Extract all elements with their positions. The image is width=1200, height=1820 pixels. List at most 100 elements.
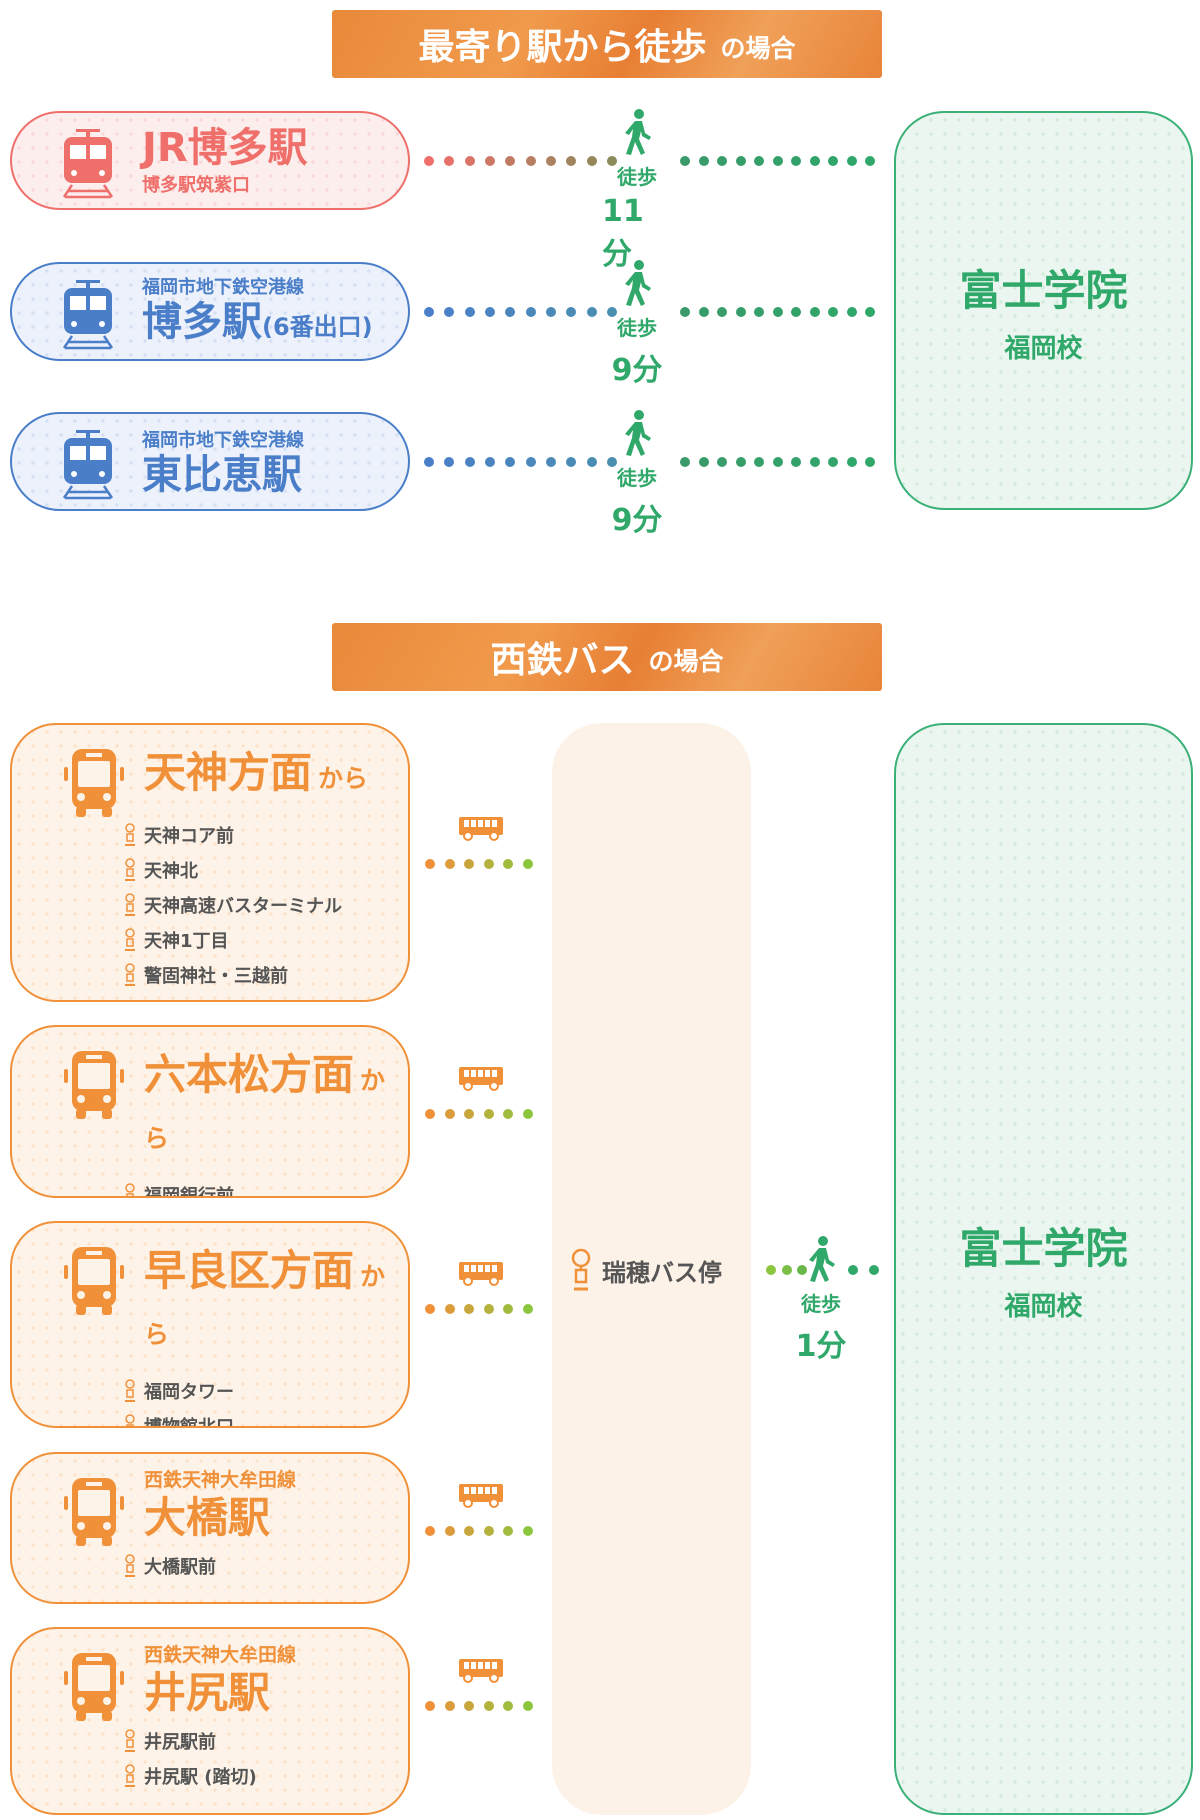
- route-title: 天神方面: [144, 748, 313, 797]
- route-dot: [523, 1109, 533, 1119]
- bus-stop-item: 天神1丁目: [124, 922, 408, 957]
- route-dot: [809, 457, 820, 467]
- train-icon: [62, 129, 114, 199]
- bus-stop-icon: [125, 1553, 135, 1577]
- route-dot: [464, 156, 475, 166]
- route-dot: [425, 1304, 435, 1314]
- route-dot: [464, 859, 475, 869]
- route-dot: [766, 1265, 776, 1275]
- route-dot: [464, 1701, 475, 1711]
- route-dot: [791, 457, 801, 467]
- bus-stop-icon: [125, 892, 135, 916]
- route-dot: [425, 1109, 435, 1119]
- bus-stop-name: 井尻駅前: [144, 1731, 216, 1753]
- route-dot: [846, 156, 857, 166]
- route-dot: [754, 307, 764, 317]
- bus-stop-name: 大橋駅前: [144, 1556, 216, 1578]
- school-campus: 福岡校: [1004, 333, 1083, 364]
- route-title: 井尻駅: [144, 1668, 271, 1717]
- station-card: JR博多駅 博多駅筑紫口: [10, 111, 410, 210]
- station-name: 東比恵駅: [142, 451, 302, 498]
- route-dot: [680, 457, 690, 467]
- route-dot: [698, 307, 709, 317]
- walk-section-header: 最寄り駅から徒歩 の場合: [332, 10, 882, 78]
- route-dot: [483, 1526, 494, 1536]
- route-dot: [464, 307, 475, 317]
- bus-stop-icon: [125, 822, 135, 846]
- bus-side-icon: [459, 817, 503, 841]
- bus-stop-name: 福岡タワー: [144, 1381, 234, 1403]
- route-dot: [525, 457, 536, 467]
- walk-indicator: 徒歩 9分: [602, 410, 672, 539]
- line-name: 福岡市地下鉄空港線: [142, 277, 304, 298]
- bus-stop-item: 井尻駅前: [124, 1723, 408, 1758]
- route-dot: [566, 156, 577, 166]
- bus-stop-name: 天神高速バスターミナル: [144, 895, 342, 917]
- walking-person-icon: [625, 410, 651, 456]
- route-dot: [485, 307, 495, 317]
- route-dot: [735, 156, 746, 166]
- route-dot: [865, 307, 875, 317]
- route-dot: [566, 457, 577, 467]
- route-dot: [546, 307, 556, 317]
- route-dot: [772, 156, 783, 166]
- route-dot: [828, 307, 838, 317]
- route-dot: [444, 1304, 455, 1314]
- bus-side-icon: [459, 1067, 503, 1091]
- route-dot: [444, 1701, 455, 1711]
- bus-stop-item: 福岡銀行前: [124, 1177, 408, 1196]
- walk-indicator: 徒歩 11分: [602, 109, 672, 273]
- bus-stop-icon: [125, 1728, 135, 1752]
- route-dot: [735, 457, 746, 467]
- route-dot: [485, 457, 495, 467]
- walk-label: 徒歩: [617, 466, 657, 490]
- route-dot: [680, 156, 690, 166]
- route-dot: [464, 1526, 475, 1536]
- bus-icon: [64, 1653, 124, 1721]
- route-dot: [848, 1265, 858, 1275]
- walk-indicator: 徒歩 9分: [602, 260, 672, 389]
- train-icon: [62, 280, 114, 350]
- bus-route-card: 天神方面から 天神コア前天神北天神高速バスターミナル天神1丁目警固神社・三越前: [10, 723, 410, 1002]
- route-dot: [444, 307, 455, 317]
- line-name: 西鉄天神大牟田線: [144, 1469, 297, 1491]
- bus-stop-icon: [125, 1413, 135, 1426]
- school-name: 富士学院: [959, 1224, 1128, 1273]
- school-campus: 福岡校: [1004, 1292, 1083, 1322]
- route-dot: [791, 307, 801, 317]
- route-dot: [505, 156, 516, 166]
- route-dot: [865, 156, 875, 166]
- route-dot: [523, 1304, 533, 1314]
- bus-route-card: 西鉄天神大牟田線 大橋駅 大橋駅前: [10, 1452, 410, 1604]
- header-suffix: の場合: [720, 34, 796, 63]
- route-dot: [586, 307, 597, 317]
- route-dot: [865, 457, 875, 467]
- route-dot: [523, 859, 533, 869]
- bus-stop-name: 天神1丁目: [144, 930, 229, 952]
- bus-icon: [64, 1478, 124, 1546]
- route-dot: [607, 457, 617, 467]
- walk-minutes: 1分: [795, 1329, 847, 1364]
- route-dot: [464, 1304, 475, 1314]
- route-dot: [772, 457, 783, 467]
- route-dot: [717, 307, 727, 317]
- route-dot: [523, 1701, 533, 1711]
- bus-stop-name: 博物館北口: [144, 1416, 234, 1428]
- walk-label: 徒歩: [801, 1292, 841, 1316]
- route-title: 大橋駅: [144, 1493, 271, 1542]
- route-dot: [525, 156, 536, 166]
- bus-stop-item: 天神高速バスターミナル: [124, 887, 408, 922]
- route-dot: [505, 307, 516, 317]
- bus-icon: [64, 749, 124, 817]
- route-dot: [483, 859, 494, 869]
- route-dot: [781, 1265, 792, 1275]
- school-box-bus: 富士学院 福岡校: [894, 723, 1193, 1815]
- route-dot: [754, 457, 764, 467]
- route-dot: [424, 307, 434, 317]
- route-dot: [424, 457, 434, 467]
- route-dot: [523, 1526, 533, 1536]
- route-dot: [444, 156, 455, 166]
- route-dot: [791, 156, 801, 166]
- route-dot: [525, 307, 536, 317]
